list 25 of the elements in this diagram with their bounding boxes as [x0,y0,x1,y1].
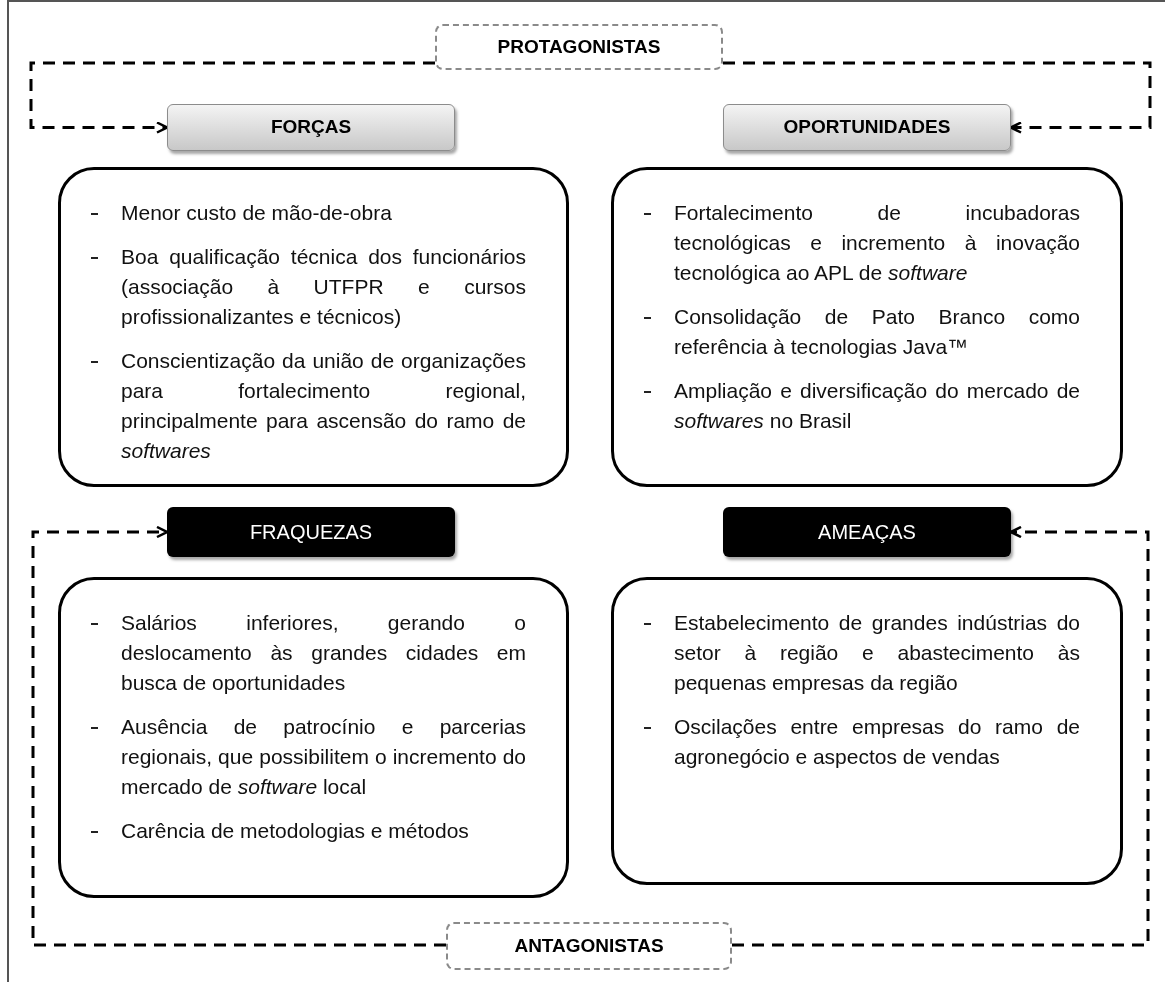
list-item: Salários inferiores, gerando o deslocamento às grandes cidades em busca de oportunidades [121,610,526,696]
list-item: Estabelecimento de grandes indústrias do setor à região e abastecimento às pequenas empresas da região [674,610,1080,696]
text-box [58,167,569,487]
text-box [611,577,1123,885]
header-box: FRAQUEZAS [167,507,455,557]
dashed-label-box: PROTAGONISTAS [435,24,723,70]
dashed-arrow [723,61,1152,134]
dashed-arrow [732,525,1150,947]
list-item: Menor custo de mão-de-obra [121,200,393,226]
list-item: Boa qualificação técnica dos funcionários (associação à UTFPR e cursos profissionalizantes e técnicos) [121,244,526,330]
header-box: AMEAÇAS [723,507,1011,557]
text-box [611,167,1123,487]
dashed-arrow [29,61,435,134]
list-item: Carência de metodologias e métodos [121,818,470,844]
header-box: OPORTUNIDADES [723,104,1011,151]
dashed-label-box: ANTAGONISTAS [446,922,732,970]
list-item: Fortalecimento de incubadoras tecnológicas e incremento à inovação tecnológica ao APL de software [674,200,1080,286]
header-box: FORÇAS [167,104,455,151]
list-item: Conscientização da união de organizações para fortalecimento regional, principalmente para ascensão do ramo de softwares [121,348,526,464]
list-item: Oscilações entre empresas do ramo de agronegócio e aspectos de vendas [674,714,1080,770]
list-item: Ausência de patrocínio e parcerias regionais, que possibilitem o incremento do mercado de software local [121,714,526,800]
list-item: Ampliação e diversificação do mercado de softwares no Brasil [674,378,1080,434]
text-box [58,577,569,898]
dashed-arrow [31,525,446,947]
list-item: Consolidação de Pato Branco como referência à tecnologias Java™ [674,304,1080,360]
